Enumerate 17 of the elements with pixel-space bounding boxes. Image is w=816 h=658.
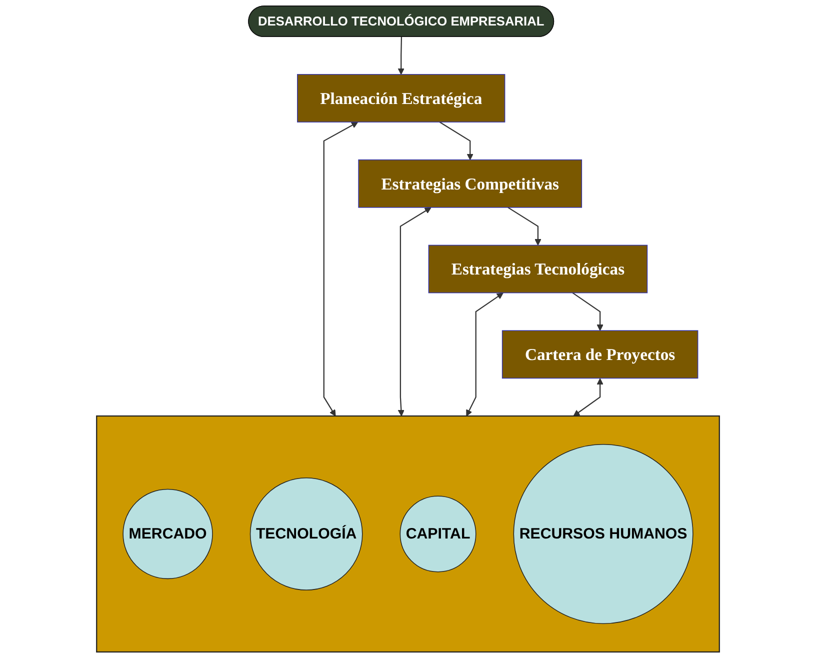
node-box: Cartera de Proyectos	[502, 330, 698, 379]
arrow	[508, 206, 542, 246]
node-box: Planeación Estratégica	[297, 74, 506, 122]
node-circle: MERCADO	[122, 488, 213, 580]
node-circle: CAPITAL	[400, 496, 476, 572]
arrow	[573, 378, 604, 416]
arrow	[323, 122, 358, 416]
node-circle: RECURSOS HUMANOS	[513, 444, 694, 624]
arrow	[398, 37, 404, 75]
arrow	[439, 122, 474, 160]
node-box: Estrategias Competitivas	[358, 159, 582, 208]
arrow	[398, 207, 432, 416]
node-box: Estrategias Tecnológicas	[428, 244, 648, 294]
arrow	[466, 292, 504, 416]
arrow	[572, 292, 604, 331]
cluster	[96, 415, 720, 653]
node-circle: TECNOLOGÍA	[250, 478, 363, 590]
